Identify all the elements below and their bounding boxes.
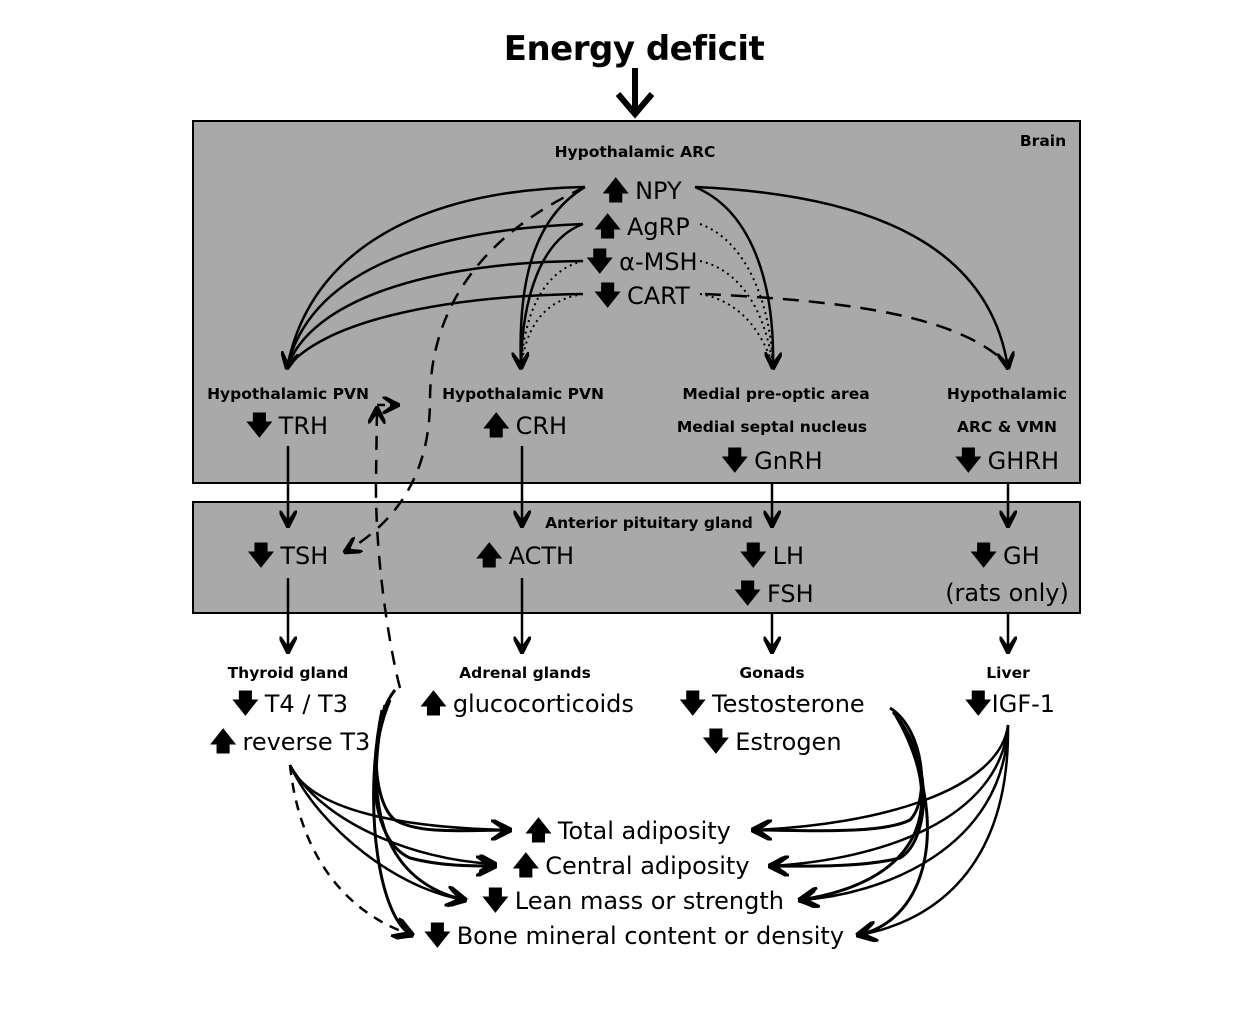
arc-to-trh-arrows [287,185,586,368]
gnrh-region-label: Medial pre-optic area [682,385,870,403]
ghrh-region-label-2: ARC & VMN [956,418,1058,436]
gonads-label: Gonads [739,664,805,682]
down-arrow-icon: 🡇 [739,541,767,571]
up-arrow-icon: 🡅 [209,727,237,757]
thyroid-label: Thyroid gland [227,664,349,682]
lh-label: 🡇LH [739,541,805,571]
outcome-total-adiposity: 🡅Total adiposity [525,816,731,846]
up-arrow-icon: 🡅 [602,176,630,206]
reverse-t3-label: 🡅reverse T3 [209,727,371,757]
fsh-label: 🡇FSH [734,579,814,609]
adrenal-label: Adrenal glands [459,664,591,682]
igf1-to-outcome-arrows [753,724,1010,935]
up-arrow-icon: 🡅 [512,851,540,881]
ghrh-region-label: Hypothalamic [946,385,1068,403]
down-arrow-icon: 🡇 [482,886,509,916]
down-arrow-icon: 🡇 [679,689,707,719]
arc-to-gnrh-arrows [694,185,773,368]
brain-label: Brain [1019,132,1067,150]
down-arrow-icon: 🡇 [734,579,762,609]
up-arrow-icon: 🡅 [594,212,621,242]
down-arrow-icon: 🡇 [423,921,451,951]
down-arrow-icon: 🡇 [954,446,982,476]
ghrh-label: 🡇GHRH [954,446,1060,476]
trh-label: 🡇TRH [245,411,329,441]
gnrh-region-label-2: Medial septal nucleus [676,418,868,436]
arc-to-crh-arrows [521,185,586,368]
amsh-label: 🡇α-MSH [586,247,698,277]
down-arrow-icon: 🡇 [245,411,273,441]
energy-deficit-arrow [615,68,655,119]
agrp-label: 🡅AgRP [594,212,690,242]
gonad-to-outcome-arrows [753,706,929,935]
pituitary-label: Anterior pituitary gland [545,514,753,532]
tsh-label: 🡇TSH [247,541,329,571]
gnrh-label: 🡇GnRH [721,446,823,476]
outcome-lean-mass: 🡇Lean mass or strength [482,886,784,916]
up-arrow-icon: 🡅 [475,541,503,571]
pituitary-box [192,501,1081,614]
outcome-bone-mineral: 🡇Bone mineral content or density [423,921,845,951]
igf1-label: 🡇IGF-1 [964,689,1056,719]
arc-label: Hypothalamic ARC [554,143,716,161]
down-arrow-icon: 🡇 [594,281,621,311]
crh-region-label: Hypothalamic PVN [442,385,604,403]
glucocorticoids-label: 🡅glucocorticoids [420,689,634,719]
down-arrow-icon: 🡇 [964,689,992,719]
npy-label: 🡅NPY [602,176,682,206]
npy-to-tsh-arrow [345,185,586,552]
down-arrow-icon: 🡇 [970,541,998,571]
outcome-central-adiposity: 🡅Central adiposity [512,851,750,881]
down-arrow-icon: 🡇 [721,446,749,476]
t4t3-label: 🡇T4 / T3 [232,689,348,719]
thyroid-to-outcome-arrows [288,764,510,935]
down-arrow-icon: 🡇 [247,541,275,571]
estrogen-label: 🡇Estrogen [702,727,842,757]
down-arrow-icon: 🡇 [586,247,614,277]
diagram-title: Energy deficit [503,29,765,69]
cart-label: 🡇CART [594,281,690,311]
axis-arrows [288,446,1008,652]
glucocorticoid-to-outcome-arrows [372,689,510,935]
acth-label: 🡅ACTH [475,541,575,571]
thyroid-feedback-arrow [376,408,402,689]
up-arrow-icon: 🡅 [482,411,510,441]
liver-label: Liver [986,664,1030,682]
testosterone-label: 🡇Testosterone [679,689,865,719]
brain-box [192,120,1081,484]
up-arrow-icon: 🡅 [420,689,447,719]
trh-region-label: Hypothalamic PVN [207,385,369,403]
crh-label: 🡅CRH [482,411,568,441]
down-arrow-icon: 🡇 [232,689,259,719]
gh-label: 🡇GH [970,541,1040,571]
down-arrow-icon: 🡇 [702,727,730,757]
gh-note: (rats only) [945,579,1069,607]
npy-to-ghrh-arrow [694,185,1008,368]
up-arrow-icon: 🡅 [525,816,552,846]
